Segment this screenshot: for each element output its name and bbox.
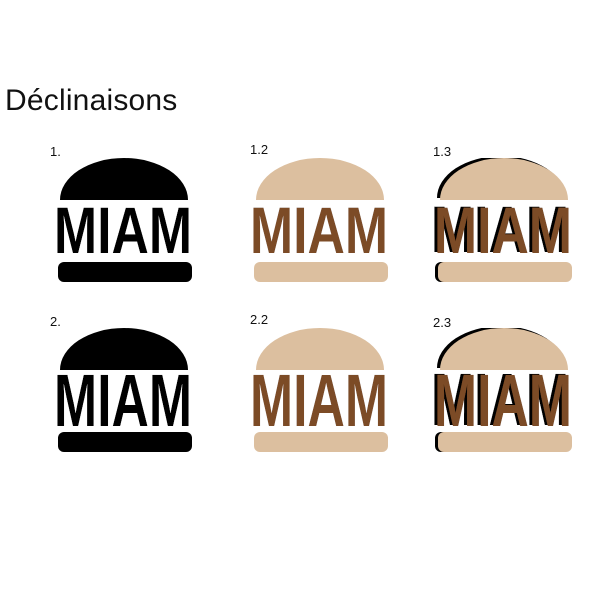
bottom-bun (58, 432, 192, 452)
dome (60, 158, 188, 200)
logo-variant-2: MIAM (54, 328, 192, 452)
dome (440, 158, 568, 200)
variant-label: 1.2 (250, 142, 269, 157)
logo-variant-1-2: MIAM (250, 158, 388, 282)
bottom-bun (438, 432, 572, 452)
dome (256, 328, 384, 370)
wordmark-miam: MIAM (250, 193, 388, 267)
bottom-bun (254, 432, 388, 452)
variant-label: 2.2 (250, 312, 269, 327)
dome (60, 328, 188, 370)
logo-variant-2-3: MIAM (434, 328, 572, 452)
wordmark-miam: MIAM (54, 193, 192, 267)
wordmark-miam: MIAM (250, 359, 388, 442)
variant-label: 1. (50, 144, 61, 159)
wordmark-miam: MIAM (434, 193, 572, 267)
bottom-bun (254, 262, 388, 282)
logo-variant-1-3: MIAM (434, 158, 572, 282)
wordmark-miam: MIAM (54, 359, 192, 442)
variant-label: 1.3 (433, 144, 452, 159)
dome (440, 328, 568, 370)
variant-label: 2. (50, 314, 61, 329)
page-title: Déclinaisons (5, 84, 178, 117)
bottom-bun (438, 262, 572, 282)
logo-variant-1: MIAM (54, 158, 192, 282)
variant-label: 2.3 (433, 315, 452, 330)
logo-variant-2-2: MIAM (250, 328, 388, 452)
dome (256, 158, 384, 200)
wordmark-miam: MIAM (434, 359, 572, 442)
bottom-bun (58, 262, 192, 282)
